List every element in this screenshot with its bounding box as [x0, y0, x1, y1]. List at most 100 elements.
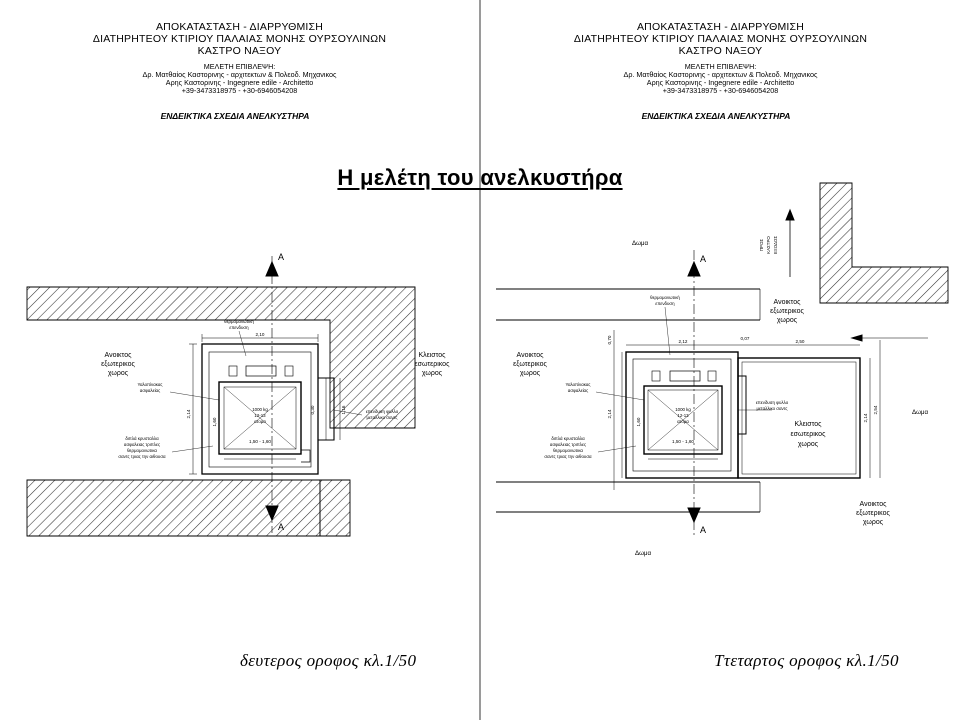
left-title-block: ΑΠΟΚΑΤΑΣΤΑΣΗ - ΔΙΑΡΡΥΘΜΙΣΗ ΔΙΑΤΗΡΗΤΕΟΥ Κ…: [0, 21, 479, 96]
right-insulation-l2: επενδυση: [655, 301, 675, 306]
left-double-glass-l3: θερμομονωτικα: [127, 448, 157, 453]
right-title-block: ΑΠΟΚΑΤΑΣΤΑΣΗ - ΔΙΑΡΡΥΘΜΙΣΗ ΔΙΑΤΗΡΗΤΕΟΥ Κ…: [481, 21, 960, 96]
left-supervision-label: ΜΕΛΕΤΗ ΕΠΙΒΛΕΨΗ:: [203, 62, 276, 72]
right-open-space-l3: χωρος: [520, 370, 541, 377]
left-safety-glass-l2: ασφαλείας: [140, 388, 160, 393]
right-phones: +39-3473318975 - +30-6946054208: [662, 86, 779, 96]
right-roof-top: Δωμα: [632, 240, 649, 247]
right-safety-glass-l2: ασφαλείας: [568, 388, 588, 393]
right-drawing-heading: ΕΝΔΕΙΚΤΙΚΑ ΣΧΕΔΙΑ ΑΝΕΛΚΥΣΤΗΡΑ: [641, 111, 791, 121]
left-open-space-l3: χωρος: [108, 370, 129, 377]
left-top-wall: [26, 286, 416, 429]
left-double-glass-l1: διπλά κρυσταλλα: [125, 436, 159, 441]
left-dim-left-inner: 1,60: [212, 417, 217, 426]
left-insulation-l2: επενδυση: [229, 325, 249, 330]
left-open-space-l2: εξωτερικος: [101, 361, 135, 368]
right-double-glass-l2: ασφαλειας τριπλες: [550, 442, 586, 447]
left-section-mark-bottom: A: [278, 522, 284, 532]
left-dim-small: 0,30: [310, 405, 315, 414]
right-dim-small-a: 0,70: [607, 335, 612, 344]
left-closed-space-l3: χωρος: [422, 370, 443, 377]
right-corner-wall: [819, 182, 949, 304]
right-dim-side-r1: 2,14: [863, 413, 868, 422]
left-metal-cladding-l1: επενδυση φυλλο: [366, 409, 399, 414]
right-double-glass-l4: σαντς τριας την αιθουσα: [544, 454, 592, 459]
left-dim-top: 2,10: [256, 332, 265, 337]
right-dim-side-r2: 2,54: [873, 405, 878, 414]
right-exit-l3: ΕΞΟΔΟΣ: [773, 236, 778, 254]
left-cabin-capacity: 1000 kg: [252, 407, 268, 412]
right-open-space-bottom-l3: χωρος: [863, 519, 884, 526]
left-floor-plan: [26, 256, 416, 537]
main-title: Η μελέτη του ανελκυστήρα: [337, 165, 623, 190]
left-project-line2: ΔΙΑΤΗΡΗΤΕΟΥ ΚΤΙΡΙΟΥ ΠΑΛΑΙΑΣ ΜΟΝΗΣ ΟΥΡΣΟΥ…: [92, 32, 387, 45]
right-project-line2: ΔΙΑΤΗΡΗΤΕΟΥ ΚΤΙΡΙΟΥ ΠΑΛΑΙΑΣ ΜΟΝΗΣ ΟΥΡΣΟΥ…: [573, 32, 868, 45]
left-project-line3: ΚΑΣΤΡΟ ΝΑΞΟΥ: [197, 44, 282, 57]
right-dim-inner: 1,50 - 1,60: [672, 439, 694, 444]
left-double-glass-l2: ασφαλειας τριπλες: [124, 442, 160, 447]
left-safety-glass-l1: Υαλοπίνακας: [137, 382, 162, 387]
right-cabin: [643, 385, 723, 455]
right-dim-side-a: 2,14: [607, 409, 612, 418]
right-cabin-capacity: 1000 kg: [675, 407, 691, 412]
left-bottom-wall-right: [319, 479, 351, 537]
right-floor-caption: Ττεταρτος οροφος κλ.1/50: [714, 651, 899, 670]
right-section-mark-bottom: A: [700, 525, 706, 535]
right-open-space-bottom-l1: Ανοικτος: [860, 501, 888, 508]
right-floor-plan: [496, 182, 949, 538]
left-open-space-l1: Ανοικτος: [105, 352, 133, 359]
left-dim-inner: 1,50 - 1,60: [249, 439, 271, 444]
left-phones: +39-3473318975 - +30-6946054208: [181, 86, 298, 96]
right-exit-l1: ΠΡΟΣ: [759, 239, 764, 252]
right-double-glass-l3: θερμομονωτικα: [553, 448, 583, 453]
right-supervision-label: ΜΕΛΕΤΗ ΕΠΙΒΛΕΨΗ:: [684, 62, 757, 72]
left-drawing-heading: ΕΝΔΕΙΚΤΙΚΑ ΣΧΕΔΙΑ ΑΝΕΛΚΥΣΤΗΡΑ: [160, 111, 310, 121]
right-shaft-inner: [632, 358, 732, 472]
left-cabin-unit: ατομα: [254, 419, 266, 424]
right-dim-top-right: 2,50: [796, 339, 805, 344]
left-cabin: [218, 381, 302, 455]
right-open-space-l1: Ανοικτος: [517, 352, 545, 359]
right-dim-side-b: 1,60: [636, 417, 641, 426]
right-closed-space-l1: Κλειστος: [794, 421, 822, 428]
left-insulation-l1: θερμομονωτική: [224, 319, 254, 324]
left-double-glass-l4: σαντς τριας την αιθουσα: [118, 454, 166, 459]
right-cabin-unit: ατομα: [677, 419, 689, 424]
left-plan-labels: A A Ανοικτος εξωτερικος χωρος Κλειστος ε…: [101, 252, 450, 532]
left-shaft-outer: [201, 343, 319, 475]
right-author2: Αρης Καστορινης - Ingegnere edile - Arch…: [646, 78, 795, 88]
right-open-space-bottom-l2: εξωτερικος: [856, 510, 890, 517]
right-project-line3: ΚΑΣΤΡΟ ΝΑΞΟΥ: [678, 44, 763, 57]
right-project-line1: ΑΠΟΚΑΤΑΣΤΑΣΗ - ΔΙΑΡΡΥΘΜΙΣΗ: [636, 21, 805, 33]
left-closed-space-l1: Κλειστος: [418, 352, 446, 359]
right-enclosure: [737, 357, 861, 479]
right-open-space-top-l1: Ανοικτος: [774, 299, 802, 306]
right-plan-labels: Δωμα Δωμα Δωμα ΠΡΟΣ ΚΑΣΤΡΟ ΕΞΟΔΟΣ A A Αν…: [513, 236, 928, 557]
right-sheet: ΑΠΟΚΑΤΑΣΤΑΣΗ - ΔΙΑΡΡΥΘΜΙΣΗ ΔΙΑΤΗΡΗΤΕΟΥ Κ…: [481, 0, 960, 720]
right-dim-small-b: 0,07: [741, 336, 750, 341]
right-roof-side: Δωμα: [912, 409, 929, 416]
left-shaft-inner: [208, 351, 312, 468]
right-safety-glass-l1: Υαλοπίνακας: [565, 382, 590, 387]
right-closed-space-l2: εσωτερικος: [791, 431, 827, 438]
right-closed-space-l3: χωρος: [798, 441, 819, 448]
left-dim-left-outer: 2,14: [186, 409, 191, 418]
left-floor-caption: δευτερος οροφος κλ.1/50: [240, 651, 417, 670]
right-double-glass-l1: διπλά κρυσταλλα: [551, 436, 585, 441]
page-divider: [479, 0, 481, 720]
right-dim-top-left: 2,12: [679, 339, 688, 344]
right-roof-bottom: Δωμα: [635, 550, 652, 557]
left-metal-cladding-l2: μεταλλικο σαντς: [366, 415, 397, 420]
left-author2: Αρης Καστορινης - Ingegnere edile - Arch…: [165, 78, 314, 88]
left-cabin-persons: 12-13: [254, 413, 266, 418]
right-metal-cladding-l1: επενδυση φυλλο: [756, 400, 789, 405]
left-sheet: ΑΠΟΚΑΤΑΣΤΑΣΗ - ΔΙΑΡΡΥΘΜΙΣΗ ΔΙΑΤΗΡΗΤΕΟΥ Κ…: [0, 0, 479, 720]
right-exit-l2: ΚΑΣΤΡΟ: [766, 236, 771, 254]
right-author1: Δρ. Ματθαίος Καστορινης - αρχιτεκτων & Π…: [623, 70, 818, 80]
right-metal-cladding-l2: μεταλλικο σαντς: [756, 406, 787, 411]
right-open-space-top-l3: χωρος: [777, 317, 798, 324]
right-insulation-l1: θερμομονωτική: [650, 295, 680, 300]
left-closed-space-l2: εσωτερικος: [415, 361, 451, 368]
right-section-mark-top: A: [700, 254, 706, 264]
